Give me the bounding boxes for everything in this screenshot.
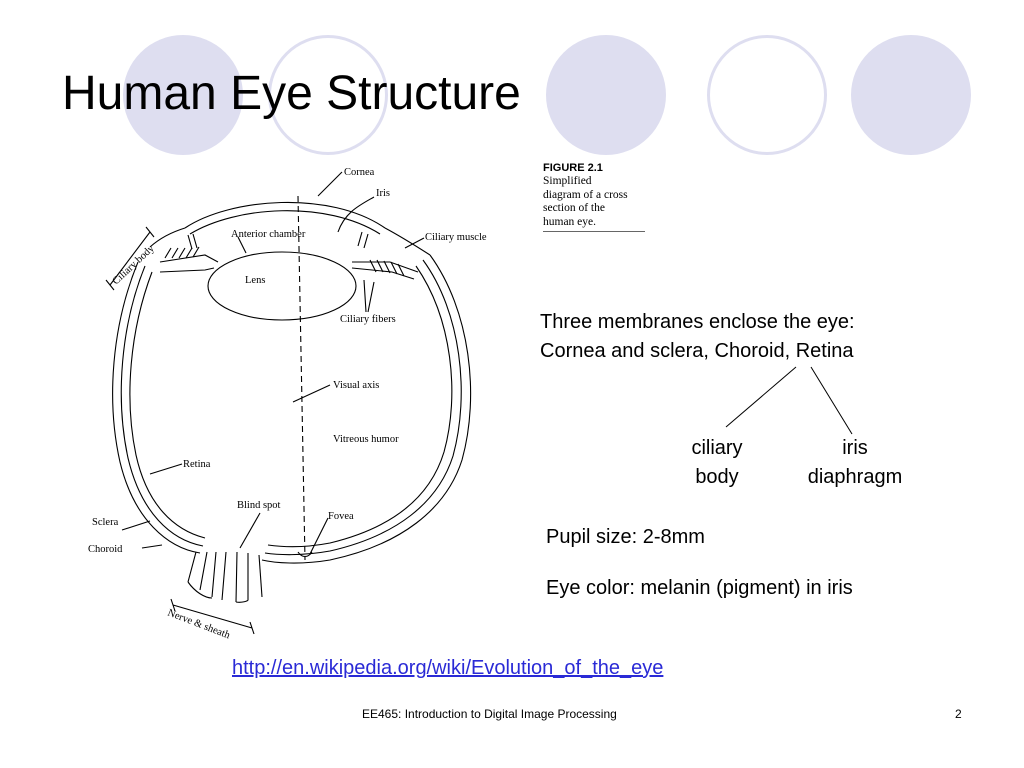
decor-ring-1 <box>268 35 388 155</box>
membranes-line-1: Three membranes enclose the eye: <box>540 311 855 333</box>
branch-left-line-1: ciliary <box>691 437 743 459</box>
decor-circle-2 <box>546 35 666 155</box>
branch-ciliary-body: ciliary body <box>667 434 767 492</box>
caption-line: diagram of a cross <box>543 188 628 201</box>
visual-axis-line <box>297 195 306 561</box>
caption-divider <box>543 231 645 232</box>
decor-circle-3 <box>851 35 971 155</box>
caption-title: FIGURE 2.1 <box>543 162 603 174</box>
branch-iris-diaphragm: iris diaphragm <box>790 434 920 492</box>
branch-left-line-2: body <box>695 466 739 488</box>
label-blind-spot: Blind spot <box>237 500 281 511</box>
label-cornea: Cornea <box>344 167 375 178</box>
label-ciliary-body: Ciliary body <box>111 243 158 288</box>
label-lens: Lens <box>245 275 265 286</box>
wikipedia-link[interactable]: http://en.wikipedia.org/wiki/Evolution_o… <box>232 657 664 679</box>
label-ciliary-fibers: Ciliary fibers <box>340 314 396 325</box>
label-visual-axis: Visual axis <box>333 380 379 391</box>
label-sclera: Sclera <box>92 517 119 528</box>
label-iris: Iris <box>376 188 390 199</box>
caption-line: Simplified <box>543 175 592 187</box>
cornea-outline <box>184 201 386 229</box>
membranes-line-2: Cornea and sclera, Choroid, Retina <box>540 340 854 362</box>
figure-caption: FIGURE 2.1 Simplified diagram of a cross… <box>543 162 647 232</box>
decor-ring-2 <box>707 35 827 155</box>
eye-color-text: Eye color: melanin (pigment) in iris <box>546 577 853 599</box>
slide-title: Human Eye Structure <box>62 67 521 120</box>
slide-footer: EE465: Introduction to Digital Image Pro… <box>362 707 617 721</box>
label-fovea: Fovea <box>328 511 354 522</box>
label-vitreous-humor: Vitreous humor <box>333 434 399 445</box>
pupil-size-text: Pupil size: 2-8mm <box>546 526 705 548</box>
caption-line: human eye. <box>543 215 597 228</box>
caption-line: section of the <box>543 202 605 214</box>
branch-lines <box>725 366 853 435</box>
label-retina: Retina <box>183 459 211 470</box>
lens-outline <box>207 251 357 321</box>
sclera-outline <box>112 261 201 554</box>
decor-circle-1 <box>123 35 243 155</box>
branch-right-line-2: diaphragm <box>807 466 903 488</box>
branch-right-line-1: iris <box>842 437 868 459</box>
label-choroid: Choroid <box>88 544 123 555</box>
label-ciliary-muscle: Ciliary muscle <box>425 232 487 243</box>
slide-number: 2 <box>955 707 962 721</box>
eye-cross-section-diagram: Cornea Iris Ciliary body Anterior chambe… <box>88 167 487 642</box>
label-anterior-chamber: Anterior chamber <box>231 229 306 240</box>
